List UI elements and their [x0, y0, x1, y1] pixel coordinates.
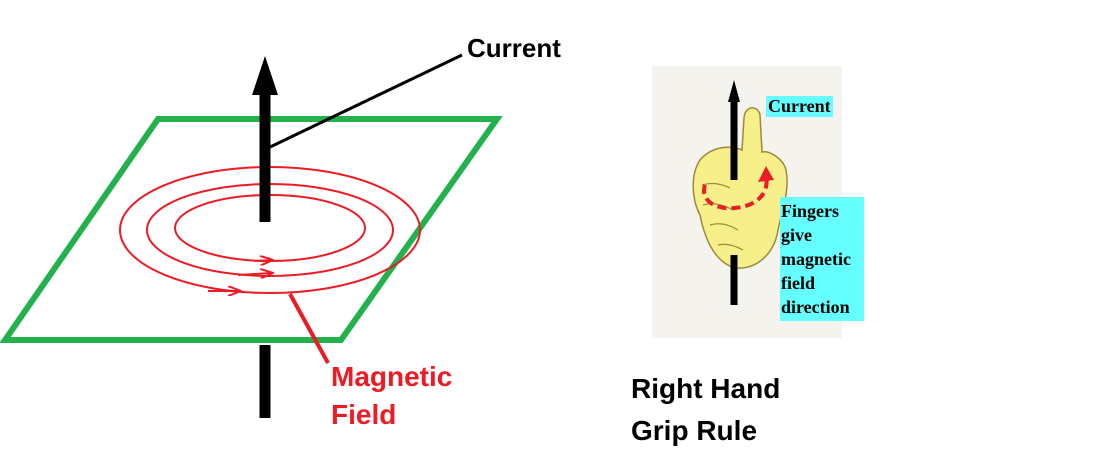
current-arrowhead — [252, 56, 278, 95]
fingers-label-line-5: direction — [781, 297, 850, 317]
fingers-label-line-2: give — [781, 225, 812, 245]
field-leader-line — [288, 293, 330, 364]
current-label: Current — [467, 33, 561, 63]
magnetic-field-label-line-2: Field — [331, 399, 397, 430]
fingers-label-line-4: field — [781, 273, 815, 293]
rule-title-line-2: Grip Rule — [631, 415, 758, 446]
magnetic-field-label: Magnetic Field — [331, 358, 452, 434]
magnetic-field-label-line-1: Magnetic — [331, 361, 453, 392]
rule-title-line-1: Right Hand — [631, 373, 781, 404]
fingers-label-line-1: Fingers — [781, 201, 839, 221]
plane — [0, 116, 503, 343]
current-leader-line — [267, 53, 463, 150]
hand-current-label: Current — [766, 96, 833, 117]
fingers-label-line-3: magnetic — [781, 249, 851, 269]
hand-fingers-label: Fingers give magnetic field direction — [780, 197, 864, 321]
rule-title: Right Hand Grip Rule — [631, 368, 780, 452]
field-direction-arrows — [208, 260, 272, 291]
